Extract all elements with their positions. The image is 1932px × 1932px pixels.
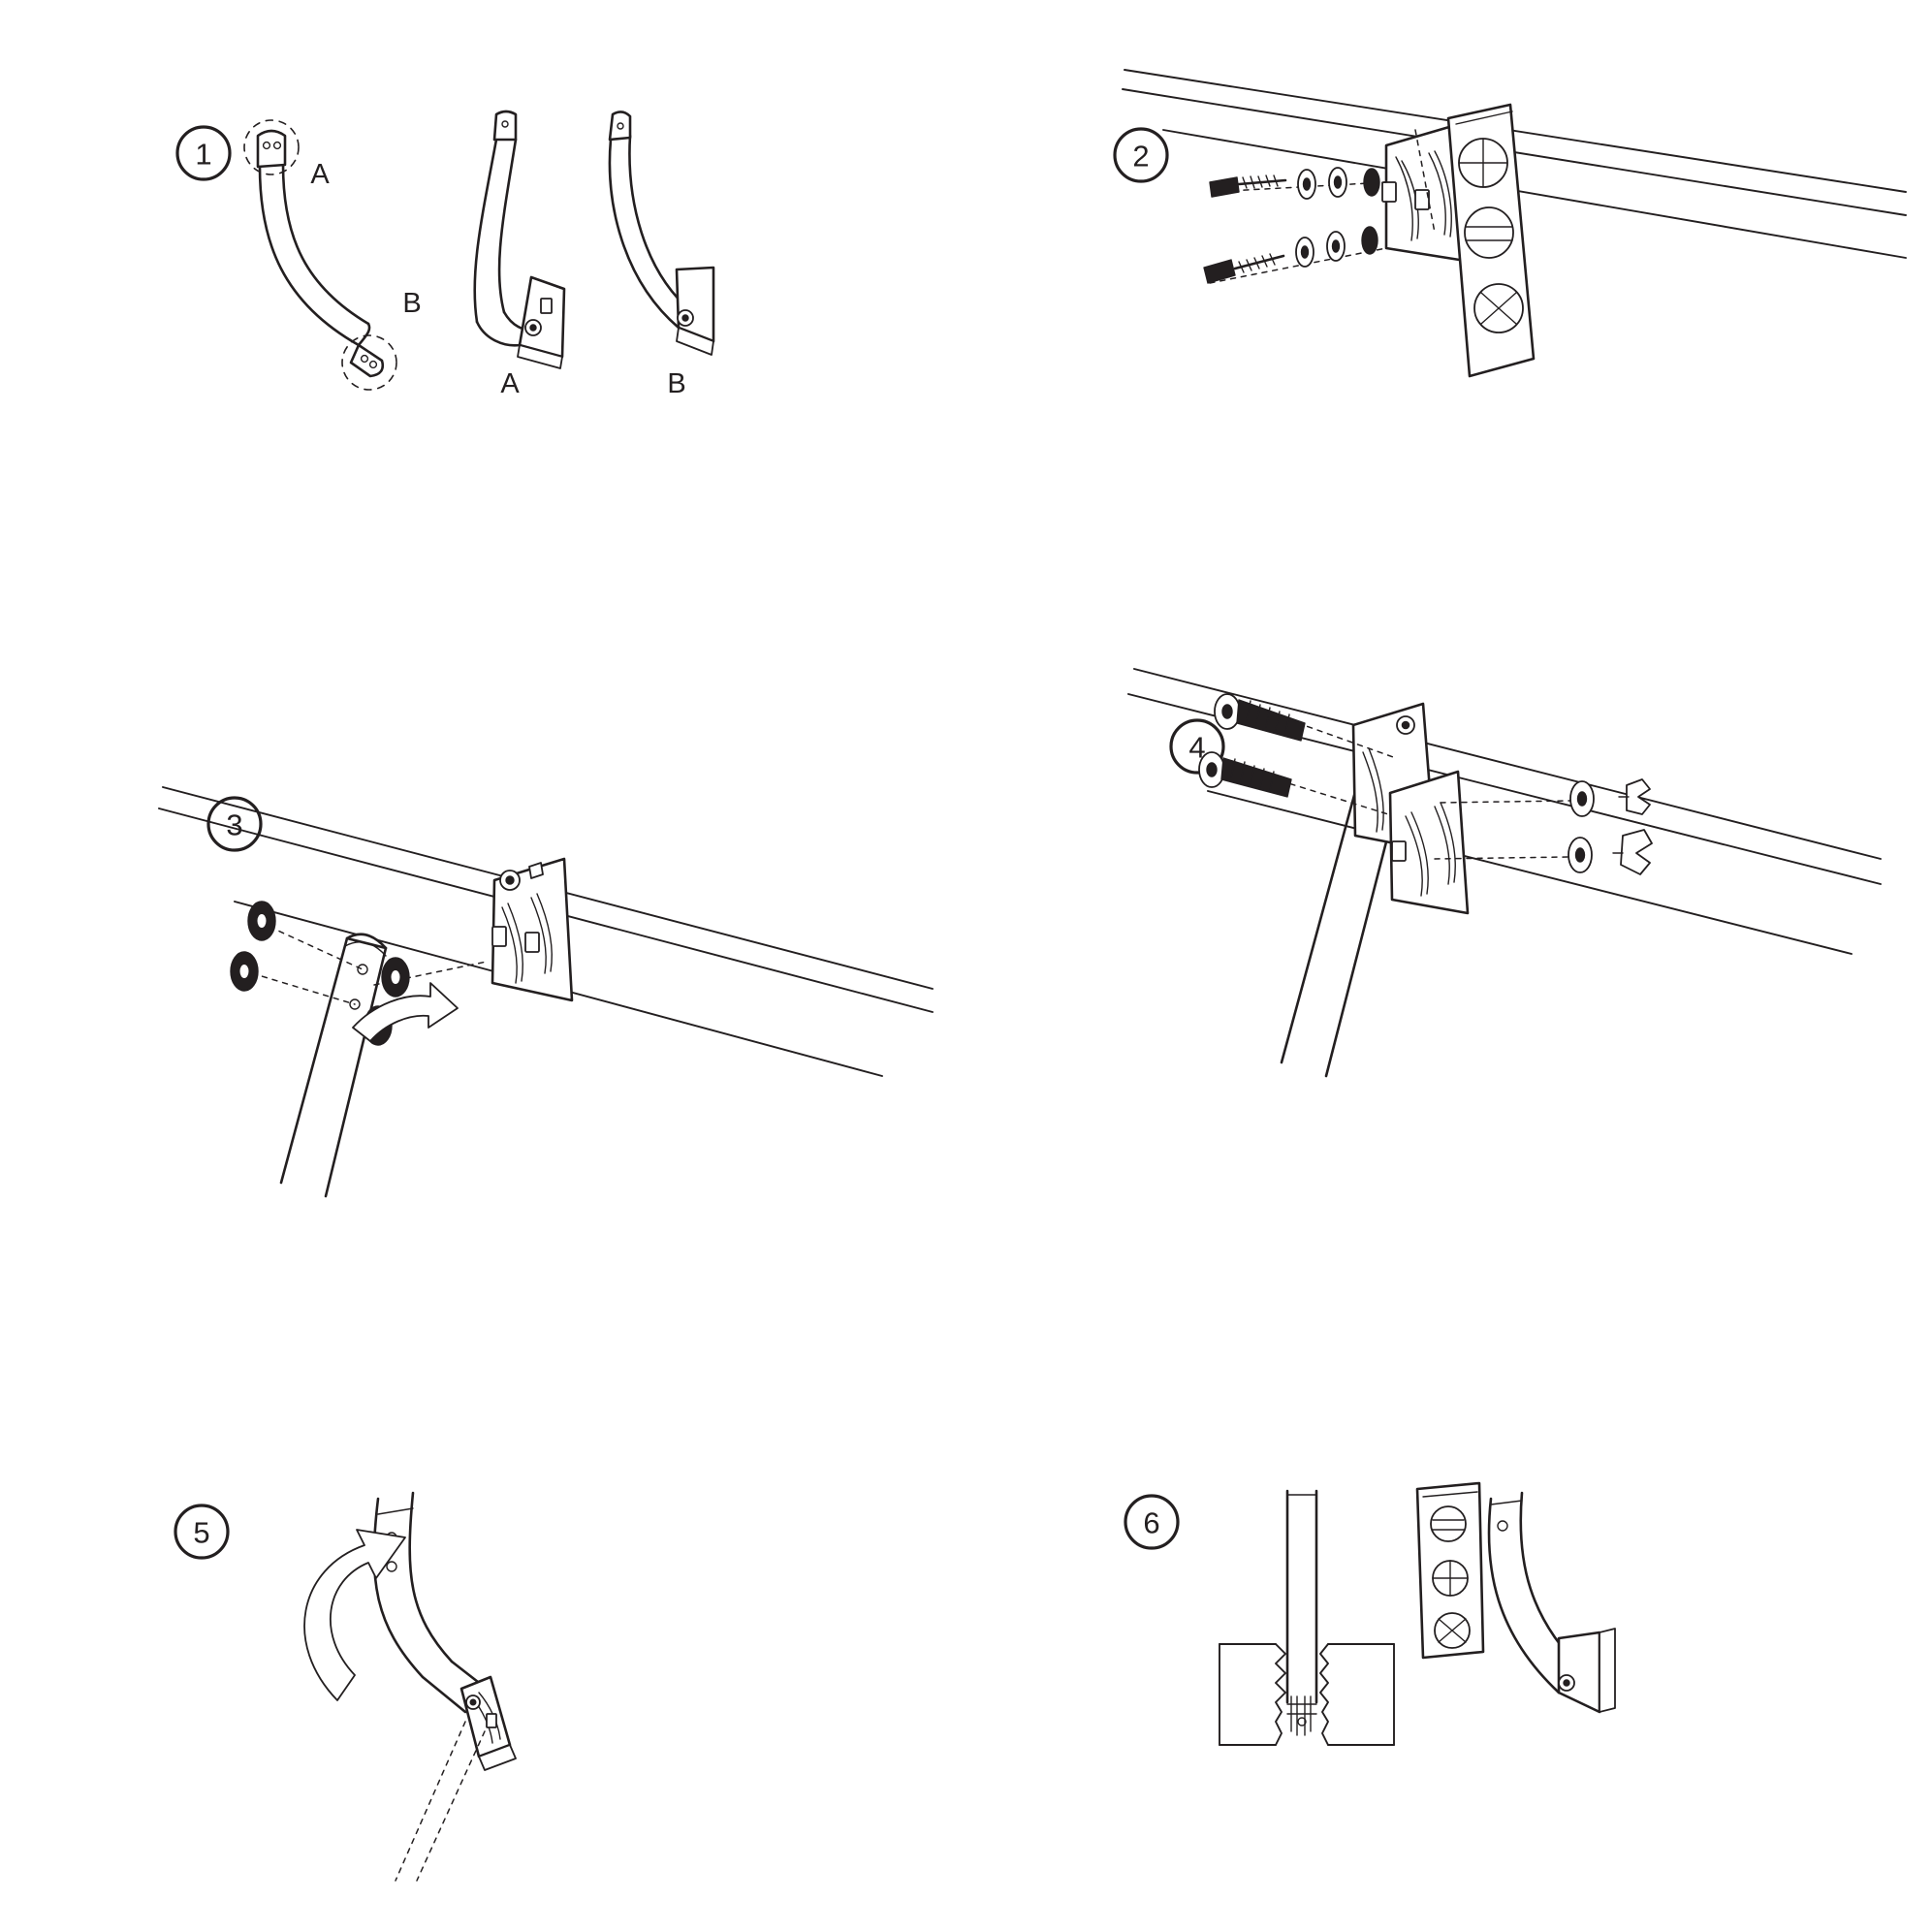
bolt-lower [1198, 751, 1292, 798]
step-3-plate [491, 857, 574, 1002]
step-1-tube-overview: A B [243, 119, 422, 391]
step-1-label-b: B [402, 288, 421, 319]
bushing-2 [230, 951, 259, 992]
bushing-1 [247, 901, 276, 941]
step-2-fastener-lower [1203, 226, 1387, 284]
lag-screw-lower [1203, 253, 1285, 284]
step-5-plate [459, 1675, 517, 1771]
step-1-detail-label-b: B [667, 368, 685, 399]
step-2-mounting-plate [1381, 120, 1473, 264]
step-1-detail-label-a: A [500, 368, 520, 399]
step-4-plate [1351, 702, 1470, 915]
washer-upper-1 [1297, 169, 1316, 200]
step-1-label-a: A [310, 159, 330, 190]
step-6-badge-number: 6 [1143, 1506, 1159, 1540]
step-3-rotation-arrow [352, 982, 459, 1042]
step-5-arm [372, 1491, 489, 1714]
step-4-badge-number: 4 [1188, 731, 1205, 765]
lag-screw-upper [1209, 174, 1287, 198]
step-5-swing-arrow [303, 1529, 406, 1701]
step-5-panel: 5 [174, 1464, 853, 1882]
washer-lower-1 [1295, 237, 1314, 268]
step-6-panel: 6 [1115, 1454, 1890, 1871]
step-1-detail-a: A [473, 110, 566, 399]
step-4-knobs [1434, 778, 1653, 875]
washer-right-upper [1569, 780, 1595, 817]
step-3-badge-number: 3 [226, 808, 242, 842]
step-2-fastener-upper [1209, 167, 1387, 200]
step-1-badge-number: 1 [195, 138, 211, 172]
bushing-3 [381, 957, 410, 998]
washer-right-lower [1568, 837, 1593, 873]
washer-upper-2 [1328, 167, 1347, 198]
step-2-badge: 2 [1113, 127, 1169, 183]
spacer-upper [1363, 168, 1380, 197]
step-2-badge-number: 2 [1132, 140, 1149, 174]
step-1-badge: 1 [175, 125, 232, 181]
step-4-badge: 4 [1169, 718, 1225, 775]
step-3-badge: 3 [206, 796, 263, 852]
highlight-circle-b [341, 334, 397, 391]
hand-knob-lower [1612, 829, 1653, 875]
washer-lower-2 [1326, 231, 1346, 262]
step-5-badge: 5 [174, 1504, 230, 1560]
step-5-badge-number: 5 [193, 1516, 209, 1550]
highlight-circle-a [243, 119, 300, 175]
step-2-level-tool [1446, 103, 1536, 378]
step-4-panel: 4 [1115, 668, 1890, 1192]
step-3-panel: 3 [145, 737, 940, 1251]
step-5-projection [395, 1721, 486, 1882]
hand-knob-upper [1618, 778, 1651, 815]
step-1-panel: 1 A B [174, 97, 814, 446]
spacer-lower [1361, 226, 1378, 255]
bolt-upper [1214, 693, 1306, 742]
step-6-finished-bracket [1415, 1481, 1616, 1714]
step-6-post-section [1219, 1489, 1395, 1746]
step-3-tube [279, 933, 388, 1198]
step-2-panel: 2 [1095, 68, 1910, 485]
step-4-bolts [1198, 693, 1397, 815]
step-6-badge: 6 [1124, 1494, 1180, 1550]
step-1-detail-b: B [608, 111, 715, 399]
